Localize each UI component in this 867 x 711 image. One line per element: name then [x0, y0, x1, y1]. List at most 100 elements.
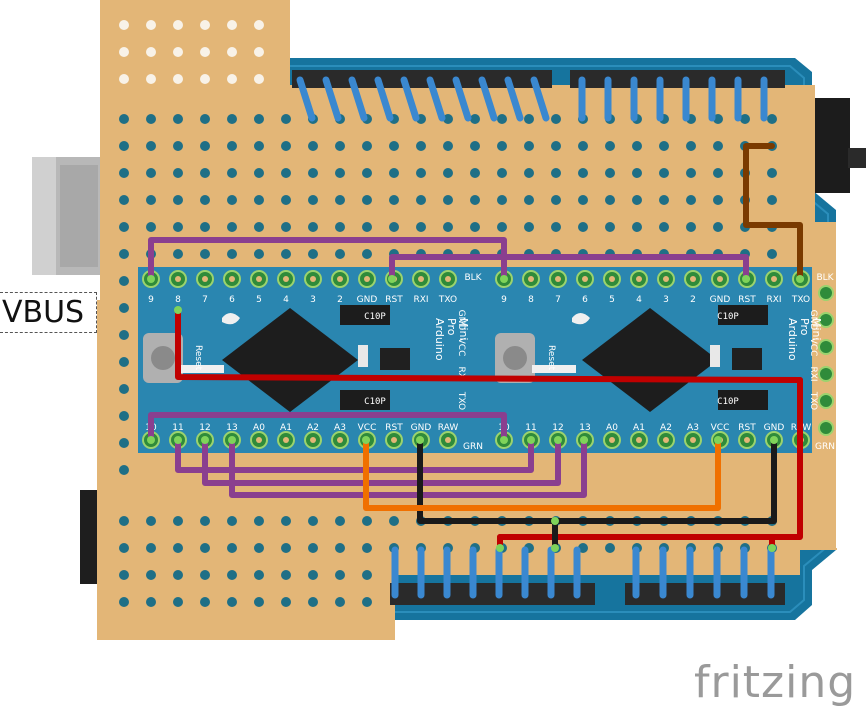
power-jack: [80, 490, 102, 584]
perfboard-hole: [254, 597, 264, 607]
pin-label: RAW: [438, 423, 459, 433]
perfboard-hole: [254, 516, 264, 526]
perfboard-hole: [281, 543, 291, 553]
perfboard-hole: [740, 114, 750, 124]
perfboard-hole: [605, 168, 615, 178]
pin-label: GND: [764, 423, 785, 433]
perfboard-hole: [146, 114, 156, 124]
perfboard-hole: [200, 597, 210, 607]
perfboard-hole: [470, 141, 480, 151]
pin-hole: [445, 276, 451, 282]
perfboard-hole: [281, 597, 291, 607]
pin-label: GND: [411, 423, 432, 433]
perfboard-hole: [335, 597, 345, 607]
perfboard-hole: [227, 47, 237, 57]
pin-hole: [310, 437, 316, 443]
pin-label: 4: [283, 295, 289, 305]
pin-label: RXI: [766, 295, 781, 305]
perfboard-hole: [416, 195, 426, 205]
perfboard-hole: [119, 384, 129, 394]
perfboard-hole: [146, 543, 156, 553]
header-wire: [400, 76, 420, 122]
pin: [818, 285, 834, 301]
pin-hole: [337, 437, 343, 443]
perfboard-hole: [389, 516, 399, 526]
perfboard-hole: [281, 141, 291, 151]
wire-orange: [363, 437, 721, 511]
pin-hole: [663, 437, 669, 443]
pro-mini-right: [490, 267, 812, 453]
perfboard-hole: [227, 195, 237, 205]
perfboard-hole: [200, 141, 210, 151]
perfboard-hole: [335, 516, 345, 526]
pin-hole: [391, 437, 397, 443]
perfboard-hole: [173, 168, 183, 178]
perfboard-hole: [227, 222, 237, 232]
perfboard-hole: [281, 168, 291, 178]
perfboard-hole: [119, 249, 129, 259]
pin-hole: [555, 276, 561, 282]
wire-end: [554, 436, 562, 444]
wire-end: [362, 436, 370, 444]
perfboard-hole: [524, 195, 534, 205]
pin-hole: [256, 276, 262, 282]
pin-label: A1: [633, 423, 645, 433]
perfboard-hole: [119, 141, 129, 151]
perfboard-holes: [119, 20, 777, 607]
wire-end: [174, 306, 182, 314]
pin-hole: [744, 437, 750, 443]
perfboard-hole: [308, 168, 318, 178]
perfboard-hole: [551, 222, 561, 232]
pin-label: GND: [357, 295, 378, 305]
perfboard-hole: [416, 141, 426, 151]
perfboard-hole: [254, 195, 264, 205]
perfboard-hole: [200, 168, 210, 178]
perfboard-hole: [146, 74, 156, 84]
side-label: TXO: [808, 391, 818, 410]
perfboard-hole: [119, 114, 129, 124]
side-label: RXI: [808, 366, 818, 381]
perfboard-hole: [146, 195, 156, 205]
perfboard-hole: [551, 141, 561, 151]
perfboard-hole: [362, 195, 372, 205]
side-label: VCC: [456, 338, 466, 357]
header-wires: [296, 76, 775, 599]
pin-hole: [337, 276, 343, 282]
pin-label: 5: [609, 295, 615, 305]
perfboard-hole: [767, 195, 777, 205]
perfboard-hole: [281, 114, 291, 124]
perfboard-hole: [335, 195, 345, 205]
wire-end: [500, 275, 508, 283]
perfboard-hole: [524, 168, 534, 178]
perfboard-hole: [173, 222, 183, 232]
pin-label: RST: [385, 423, 403, 433]
pin-label: RST: [385, 295, 403, 305]
pin-label: VCC: [358, 423, 377, 433]
pin-label: 11: [525, 423, 536, 433]
perfboard-hole: [713, 195, 723, 205]
pin: [818, 312, 834, 328]
perfboard-hole: [200, 114, 210, 124]
perfboard-hole: [686, 195, 696, 205]
perfboard-hole: [119, 276, 129, 286]
perfboard-hole: [173, 249, 183, 259]
perfboard-hole: [173, 597, 183, 607]
perfboard-hole: [443, 114, 453, 124]
perfboard-hole: [227, 141, 237, 151]
pin-hole: [609, 276, 615, 282]
perfboard-hole: [119, 516, 129, 526]
perfboard-hole: [713, 168, 723, 178]
wire-endpoints: [147, 275, 804, 552]
pin-hole: [256, 437, 262, 443]
perfboard-hole: [173, 114, 183, 124]
perfboard-hole: [227, 570, 237, 580]
perfboard-hole: [308, 597, 318, 607]
perfboard-hole: [389, 141, 399, 151]
pin-label: A3: [687, 423, 699, 433]
perfboard-hole: [686, 222, 696, 232]
perfboard-hole: [281, 516, 291, 526]
pin-label: 6: [582, 295, 588, 305]
perfboard-hole: [335, 543, 345, 553]
